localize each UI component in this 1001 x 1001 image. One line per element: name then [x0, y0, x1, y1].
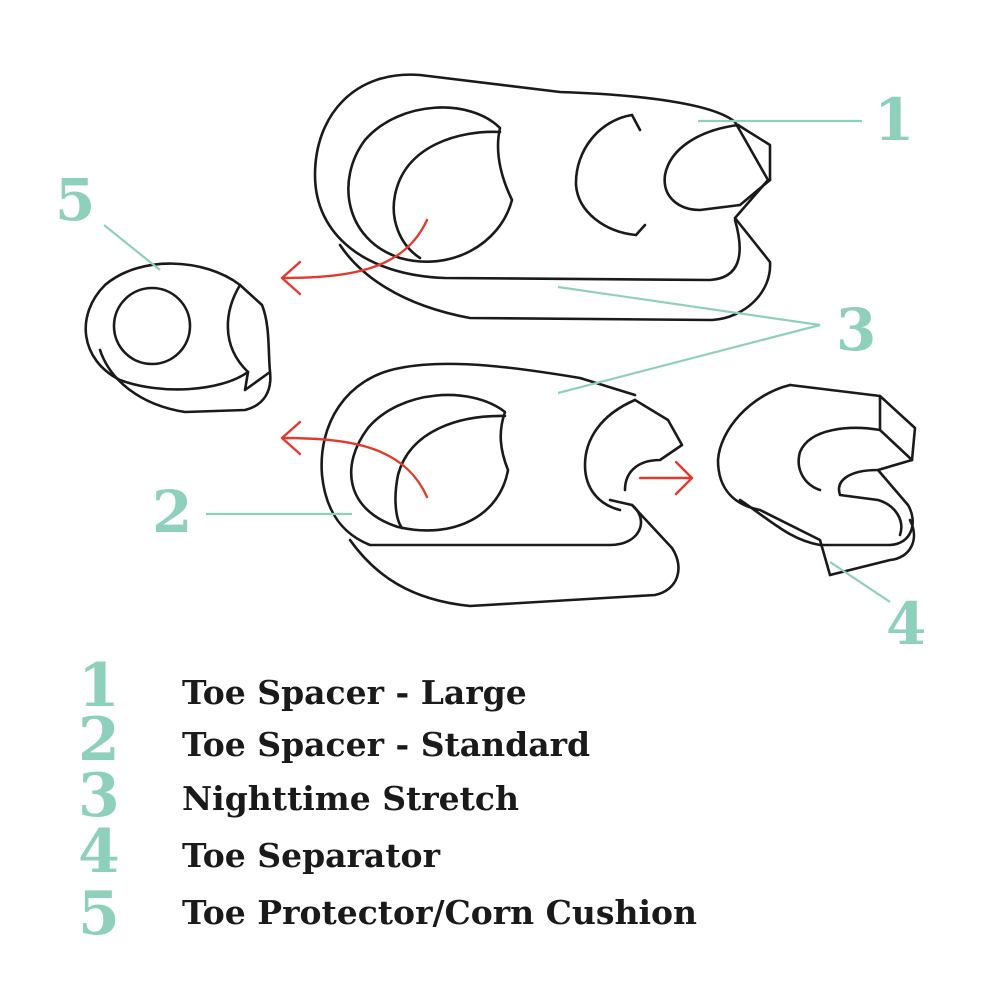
legend-label: Toe Spacer - Large — [182, 673, 527, 712]
callout-3: 3 — [836, 296, 876, 364]
legend-label: Nighttime Stretch — [182, 779, 519, 818]
legend: 1 Toe Spacer - Large 2 Toe Spacer - Stan… — [78, 651, 697, 949]
toe-protector-illustration — [84, 262, 272, 414]
toe-spacer-large-illustration — [313, 73, 772, 322]
red-direction-arrows — [280, 218, 694, 499]
toe-separator-illustration — [716, 383, 917, 577]
leader-lines — [103, 119, 891, 603]
arrow-middle-curve — [280, 436, 429, 499]
leader-4 — [829, 561, 891, 603]
legend-item: 1 Toe Spacer - Large — [78, 651, 527, 721]
leader-5 — [103, 224, 161, 271]
legend-label: Toe Protector/Corn Cushion — [182, 893, 697, 932]
legend-number: 4 — [78, 817, 120, 887]
arrow-right-head — [674, 460, 694, 496]
legend-item: 4 Toe Separator — [78, 817, 441, 887]
leader-3b — [557, 323, 821, 395]
legend-label: Toe Spacer - Standard — [182, 725, 590, 764]
leader-3a — [557, 285, 821, 327]
arrow-middle-head — [280, 420, 302, 456]
legend-item: 5 Toe Protector/Corn Cushion — [78, 879, 697, 949]
arrow-top-head — [280, 260, 302, 296]
toe-spacer-standard-illustration — [320, 362, 684, 608]
callout-2: 2 — [152, 478, 192, 546]
legend-label: Toe Separator — [182, 836, 441, 875]
arrow-top-curve — [280, 218, 429, 280]
legend-number: 3 — [78, 761, 120, 831]
legend-number: 2 — [78, 705, 120, 775]
legend-item: 3 Nighttime Stretch — [78, 761, 519, 831]
callout-numbers: 1 5 3 2 4 — [55, 86, 926, 658]
callout-1: 1 — [874, 86, 914, 154]
legend-item: 2 Toe Spacer - Standard — [78, 705, 590, 775]
legend-number: 5 — [78, 879, 120, 949]
callout-5: 5 — [55, 166, 95, 234]
legend-number: 1 — [78, 651, 120, 721]
callout-4: 4 — [886, 590, 926, 658]
